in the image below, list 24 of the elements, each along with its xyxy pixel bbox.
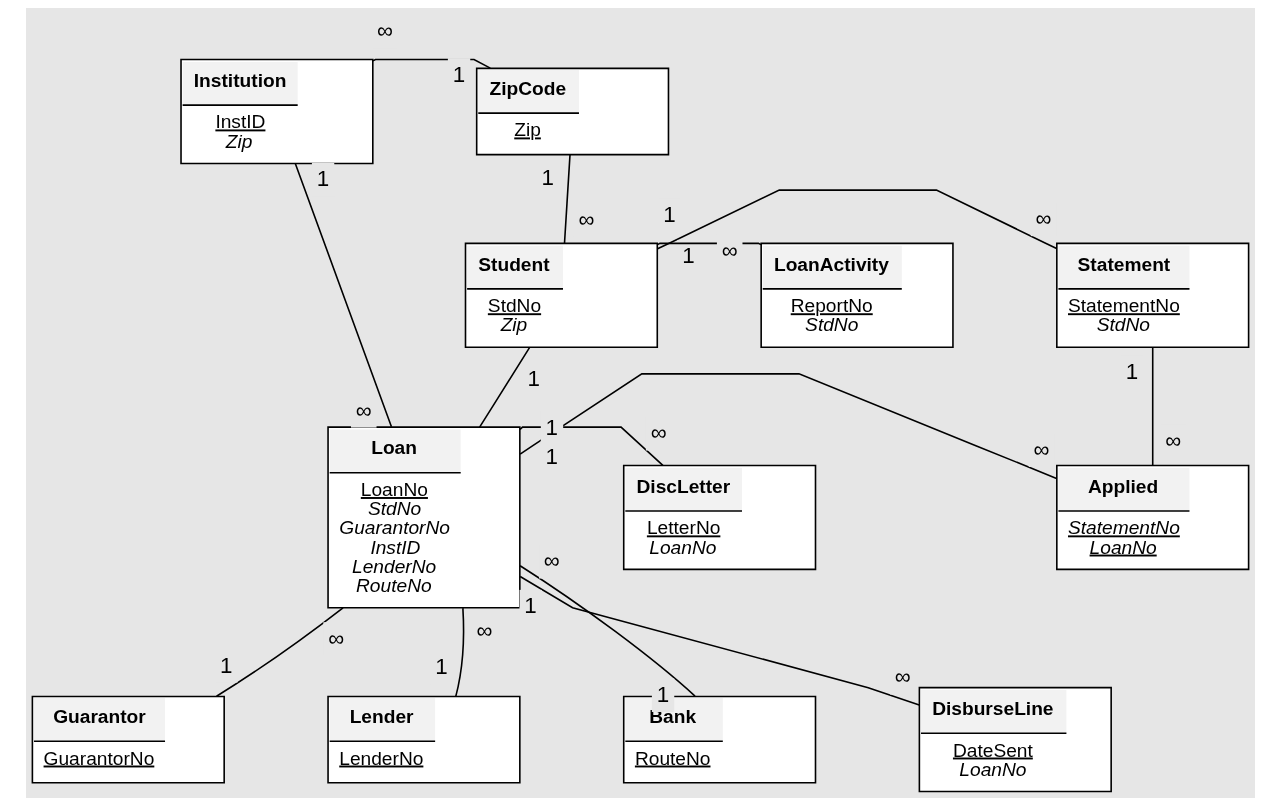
label: 1	[1125, 358, 1138, 384]
label: 1	[662, 201, 676, 227]
label: 1	[434, 654, 448, 680]
label: 1	[545, 444, 558, 470]
label: 1	[545, 414, 558, 440]
label: ∞	[1033, 436, 1050, 462]
label: ∞	[1164, 427, 1181, 453]
label: 1	[316, 166, 329, 192]
label: ∞	[578, 206, 595, 232]
label: 1	[527, 366, 540, 392]
label: ∞	[355, 397, 372, 423]
label: ∞	[327, 625, 344, 651]
label: ∞	[376, 17, 393, 43]
label: ∞	[721, 238, 738, 264]
label: 1	[523, 593, 537, 619]
label: ∞	[1035, 206, 1052, 232]
label: ∞	[476, 618, 493, 644]
label: 1	[681, 243, 695, 269]
label: ∞	[650, 420, 667, 446]
label: 1	[452, 61, 465, 87]
label: 1	[219, 652, 232, 678]
label: ∞	[894, 664, 911, 690]
label: 1	[541, 164, 554, 190]
label: ∞	[543, 548, 560, 574]
